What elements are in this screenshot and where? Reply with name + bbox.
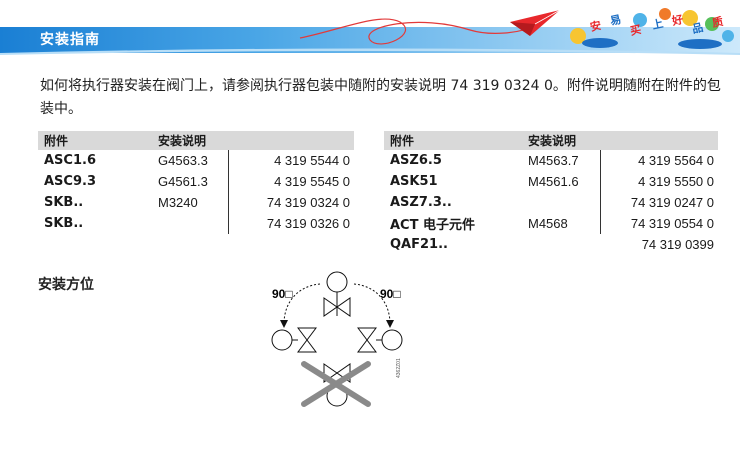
accessory-name: ASZ7.3..: [390, 195, 452, 210]
instruction-code: M4568: [528, 216, 568, 231]
instruction-code: [522, 234, 600, 255]
header-decoration: [0, 8, 740, 55]
table-header-row: 附件 安装说明: [384, 131, 718, 150]
instruction-code: G4563.3: [158, 153, 208, 168]
instruction-code: M4563.7: [528, 153, 579, 168]
paper-plane-icon: [510, 9, 561, 36]
header-wave: [0, 48, 740, 55]
valve-right-icon: [357, 327, 403, 353]
column-header-instruction: 安装说明: [152, 131, 354, 150]
valve-left-icon: [271, 327, 317, 353]
column-header-instruction: 安装说明: [522, 131, 718, 150]
accessory-name: ACT 电子元件: [390, 218, 475, 233]
table-row: SKB.. 74 319 0326 0: [38, 213, 354, 234]
document-number: 74 319 0324 0: [227, 192, 354, 213]
accessories-table-left: 附件 安装说明 ASC1.6 G4563.3 4 319 5544 0 ASC9…: [38, 131, 354, 234]
mounting-orientation-diagram: 90□ 90□: [271, 271, 403, 407]
forbidden-cross-icon: [301, 361, 371, 407]
rotation-arrow-right: [353, 283, 394, 328]
table-row: ASC9.3 G4561.3 4 319 5545 0: [38, 171, 354, 192]
accessory-name: ASZ6.5: [390, 153, 442, 168]
table-row: QAF21.. 74 319 0399: [384, 234, 718, 255]
table-row: ASK51 M4561.6 4 319 5550 0: [384, 171, 718, 192]
accessories-table-right: 附件 安装说明 ASZ6.5 M4563.7 4 319 5564 0 ASK5…: [384, 131, 718, 255]
document-number: 4 319 5545 0: [227, 171, 354, 192]
document-number: 74 319 0399: [641, 237, 714, 252]
document-number: 74 319 0326 0: [227, 213, 354, 234]
header-banner: 安装指南 安 易 买 上 好 品 质: [0, 0, 740, 60]
instruction-code: G4561.3: [158, 174, 208, 189]
instruction-code: M4561.6: [528, 174, 579, 189]
document-number: 74 319 0554 0: [599, 213, 718, 234]
angle-label-right: 90□: [380, 287, 401, 301]
instruction-code: [152, 213, 228, 234]
document-number: 4 319 5544 0: [227, 150, 354, 171]
rotation-arrow-left: [280, 283, 321, 328]
accessory-name: SKB..: [44, 216, 84, 231]
accessory-name: SKB..: [44, 195, 84, 210]
bubble-decoration: [570, 8, 734, 49]
valve-upright-icon: [323, 271, 351, 317]
instruction-code: [522, 192, 600, 213]
accessory-name: ASC9.3: [44, 174, 96, 189]
section-title-mounting: 安装方位: [38, 277, 94, 293]
table-row: ASZ7.3.. 74 319 0247 0: [384, 192, 718, 213]
column-header-accessory: 附件: [384, 131, 522, 150]
angle-label-left: 90□: [272, 287, 293, 301]
accessory-name: QAF21..: [390, 237, 448, 252]
document-number: 4 319 5550 0: [599, 171, 718, 192]
table-row: ASC1.6 G4563.3 4 319 5544 0: [38, 150, 354, 171]
instruction-code: M3240: [158, 195, 198, 210]
drawing-code: 4362Z01: [396, 358, 402, 378]
document-number: 4 319 5564 0: [599, 150, 718, 171]
document-number: 74 319 0247 0: [599, 192, 718, 213]
table-row: SKB.. M3240 74 319 0324 0: [38, 192, 354, 213]
table-row: ACT 电子元件 M4568 74 319 0554 0: [384, 213, 718, 234]
accessory-name: ASC1.6: [44, 153, 96, 168]
table-row: ASZ6.5 M4563.7 4 319 5564 0: [384, 150, 718, 171]
intro-paragraph: 如何将执行器安装在阀门上，请参阅执行器包装中随附的安装说明 74 319 032…: [40, 78, 721, 117]
column-header-accessory: 附件: [38, 131, 152, 150]
header-title: 安装指南: [40, 32, 100, 48]
accessory-name: ASK51: [390, 174, 438, 189]
table-header-row: 附件 安装说明: [38, 131, 354, 150]
swirl-line: [299, 18, 541, 45]
